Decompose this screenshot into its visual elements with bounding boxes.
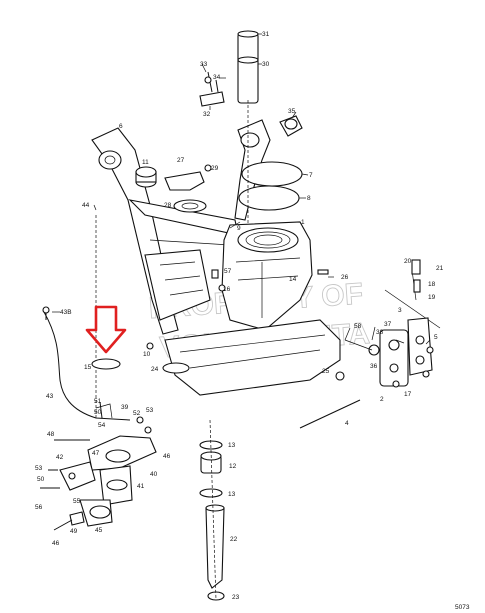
callout-3: 3	[398, 307, 402, 314]
callout-11: 11	[142, 159, 149, 166]
callout-57: 57	[224, 268, 232, 275]
callout-43B: 43B	[60, 309, 72, 316]
shift-linkage-assembly	[344, 259, 441, 388]
callout-27: 27	[177, 157, 185, 164]
callout-56: 56	[35, 504, 43, 511]
shift-mechanism	[40, 401, 157, 531]
shaft-4	[299, 399, 361, 429]
callout-6: 6	[119, 123, 123, 130]
callout-numbers: 31 30 33 34 32 35 6 11 27 29 7 8 28 44 1…	[35, 31, 444, 601]
callout-14: 14	[289, 276, 297, 283]
callout-48: 48	[47, 431, 55, 438]
callout-9: 9	[237, 225, 241, 232]
callout-8: 8	[307, 195, 311, 202]
center-guide-line	[209, 419, 217, 601]
callout-58: 58	[354, 323, 362, 330]
callout-13a: 13	[228, 442, 236, 449]
callout-43: 43	[46, 393, 54, 400]
callout-19: 19	[428, 294, 436, 301]
bracket-27	[164, 171, 205, 191]
callout-16: 16	[223, 286, 231, 293]
callout-1: 1	[301, 219, 305, 226]
callout-46b: 46	[52, 540, 60, 547]
drive-shaft-stack	[199, 440, 225, 601]
callout-29: 29	[211, 165, 219, 172]
callout-30: 30	[262, 61, 270, 68]
pivot-shaft	[237, 30, 259, 104]
callout-39: 39	[121, 404, 129, 411]
bushing-11	[135, 166, 157, 188]
callout-49: 49	[70, 528, 78, 535]
bushing-35	[279, 115, 303, 137]
callout-35: 35	[288, 108, 296, 115]
callout-26: 26	[341, 274, 349, 281]
callout-21: 21	[436, 265, 444, 272]
callout-15: 15	[84, 364, 92, 371]
callout-22: 22	[230, 536, 238, 543]
callout-24: 24	[151, 366, 159, 373]
callout-40: 40	[150, 471, 158, 478]
callout-28: 28	[164, 202, 172, 209]
callout-13b: 13	[228, 491, 236, 498]
callout-12: 12	[229, 463, 237, 470]
callout-46: 46	[163, 453, 171, 460]
callout-41: 41	[137, 483, 145, 490]
o-ring-24	[162, 362, 190, 374]
callout-18: 18	[428, 281, 436, 288]
callout-50b: 50	[37, 476, 45, 483]
callout-5: 5	[434, 334, 438, 341]
callout-47: 47	[92, 450, 100, 457]
callout-7: 7	[309, 172, 313, 179]
callout-53: 53	[146, 407, 154, 414]
callout-45: 45	[95, 527, 103, 534]
callout-53b: 53	[35, 465, 43, 472]
callout-4: 4	[345, 420, 349, 427]
leader-lines	[52, 33, 431, 345]
callout-34: 34	[213, 74, 221, 81]
plate-32	[199, 91, 225, 107]
highlight-arrow	[85, 305, 127, 354]
callout-10: 10	[143, 351, 151, 358]
o-ring-15	[91, 358, 121, 370]
callout-51: 51	[94, 398, 102, 405]
o-ring-7	[241, 161, 303, 187]
fasteners	[146, 76, 345, 381]
callout-31: 31	[262, 31, 270, 38]
callout-25: 25	[322, 368, 330, 375]
callout-42: 42	[56, 454, 64, 461]
callout-32: 32	[203, 111, 211, 118]
callout-52: 52	[133, 410, 141, 417]
callout-38: 38	[376, 329, 384, 336]
intermediate-housing	[164, 221, 341, 396]
callout-50: 50	[94, 409, 102, 416]
callout-55: 55	[73, 498, 81, 505]
callout-17: 17	[404, 391, 412, 398]
callout-20: 20	[404, 258, 412, 265]
callout-37: 37	[384, 321, 392, 328]
diagram-code: 5073	[455, 604, 470, 611]
washer-28	[173, 199, 207, 213]
callout-54: 54	[98, 422, 106, 429]
callout-23: 23	[232, 594, 240, 601]
callout-33: 33	[200, 61, 208, 68]
callout-44: 44	[82, 202, 90, 209]
callout-2: 2	[380, 396, 384, 403]
callout-36: 36	[370, 363, 378, 370]
